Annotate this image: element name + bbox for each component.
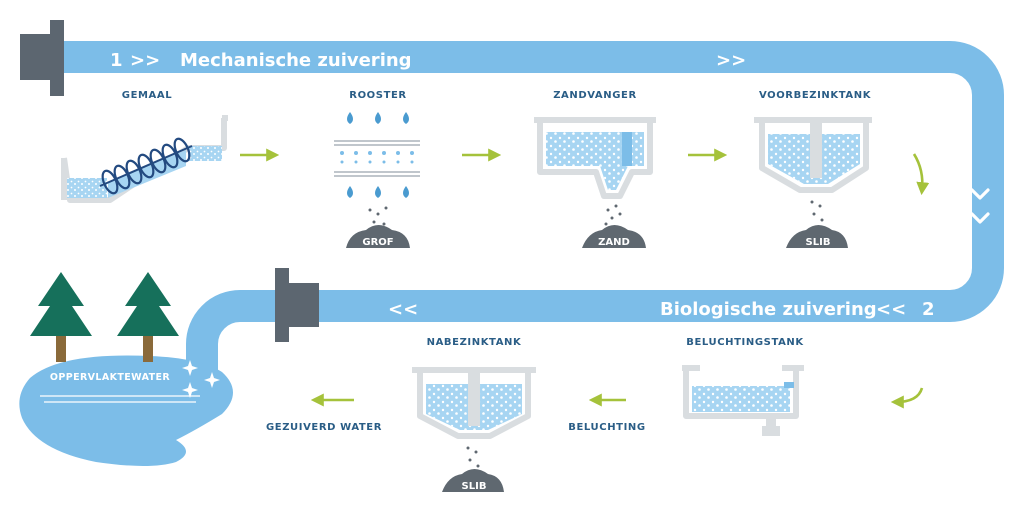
- flow-arrows: [240, 148, 930, 409]
- stage-number-1: 1: [110, 50, 123, 71]
- side-arrows: [970, 188, 990, 224]
- lake: OPPERVLAKTEWATER: [19, 355, 234, 466]
- outlet-flange: [275, 268, 319, 342]
- heap-label-slib-top: SLIB: [806, 237, 831, 248]
- drops-bottom: [347, 186, 409, 198]
- top-end-arrows: >>: [716, 50, 746, 71]
- heap-grof: [346, 225, 410, 248]
- rooster-illustration: GROF: [334, 112, 420, 248]
- arrow-curve-down-icon: [912, 153, 930, 196]
- biological-title: << Biologische zuivering << 2: [388, 299, 935, 320]
- zandvanger-illustration: ZAND: [534, 117, 656, 248]
- biological-title-text: Biologische zuivering: [660, 299, 877, 320]
- label-beluchtingstank: BELUCHTINGSTANK: [686, 337, 804, 348]
- inlet-flange: [20, 20, 64, 96]
- title-arrows: >>: [130, 50, 160, 71]
- pipe: [60, 41, 1004, 395]
- heap-zand: [582, 225, 646, 248]
- drops-top: [347, 112, 409, 124]
- screen-grid: [334, 140, 420, 177]
- label-rooster: ROOSTER: [349, 90, 406, 101]
- tree-icon: [30, 272, 92, 362]
- screw-icon: [101, 137, 191, 195]
- label-gemaal: GEMAAL: [122, 90, 172, 101]
- heap-label-slib-bottom: SLIB: [462, 481, 487, 492]
- bottom-start-arrows: <<: [388, 299, 418, 320]
- heap-slib-top: [786, 225, 848, 248]
- tree-icon: [117, 272, 179, 362]
- stage-number-2: 2: [922, 299, 935, 320]
- bottom-title-arrows: <<: [876, 299, 906, 320]
- label-zandvanger: ZANDVANGER: [553, 90, 637, 101]
- label-gezuiverd-water: GEZUIVERD WATER: [266, 422, 382, 433]
- label-voorbezinktank: VOORBEZINKTANK: [759, 90, 872, 101]
- gemaal-illustration: [61, 115, 228, 203]
- mechanical-title: 1 >> Mechanische zuivering >>: [110, 50, 746, 71]
- beluchtingstank-illustration: [682, 365, 804, 436]
- lake-label: OPPERVLAKTEWATER: [50, 372, 171, 383]
- voorbezinktank-illustration: SLIB: [754, 117, 872, 248]
- heap-slib-bottom: [442, 469, 504, 492]
- sparkle-icon: [182, 360, 220, 398]
- heap-label-grof: GROF: [362, 237, 393, 248]
- label-nabezinktank: NABEZINKTANK: [427, 337, 522, 348]
- arrow-curve-left-icon: [890, 387, 924, 409]
- mechanical-title-text: Mechanische zuivering: [180, 50, 412, 71]
- label-beluchting: BELUCHTING: [568, 422, 645, 433]
- heap-label-zand: ZAND: [598, 237, 630, 248]
- nabezinktank-illustration: SLIB: [412, 367, 536, 492]
